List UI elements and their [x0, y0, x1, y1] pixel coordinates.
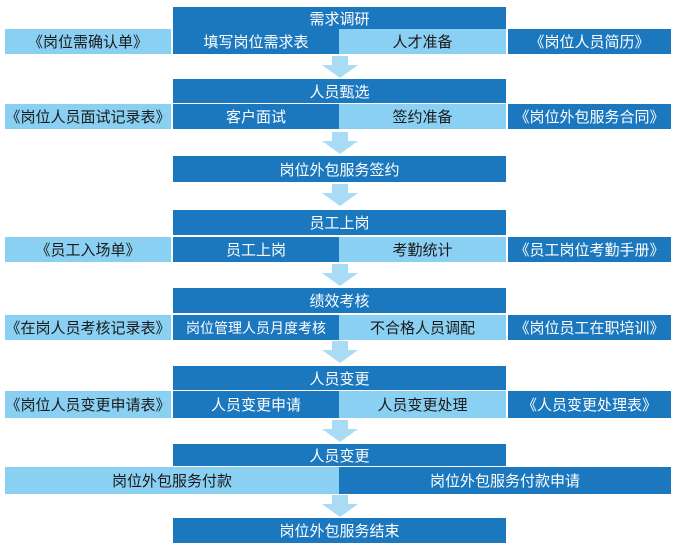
stage-7-step-a: 岗位外包服务付款: [5, 467, 339, 494]
stage-6-title: 人员变更: [173, 366, 506, 390]
stage-2-right-doc: 《岗位外包服务合同》: [508, 104, 671, 129]
stage-8-title: 岗位外包服务结束: [173, 518, 506, 543]
stage-2-title: 人员甄选: [173, 79, 506, 103]
stage-4-step-b: 考勤统计: [339, 237, 506, 262]
stage-5-step-b: 不合格人员调配: [339, 315, 506, 340]
stage-6-right-doc: 《人员变更处理表》: [508, 391, 671, 418]
stage-2-step-b: 签约准备: [339, 104, 506, 129]
stage-7-title: 人员变更: [173, 444, 506, 466]
flow-arrow-2: [322, 132, 358, 154]
flow-arrow-1: [322, 56, 358, 78]
stage-1-left-doc: 《岗位需确认单》: [5, 29, 171, 54]
stage-5-title: 绩效考核: [173, 288, 506, 313]
stage-4-right-doc: 《员工岗位考勤手册》: [508, 237, 671, 262]
stage-5-right-doc: 《岗位员工在职培训》: [508, 315, 671, 340]
stage-6-step-b: 人员变更处理: [339, 391, 506, 418]
stage-5-left-doc: 《在岗人员考核记录表》: [5, 315, 171, 340]
flow-arrow-3: [322, 184, 358, 206]
stage-1-right-doc: 《岗位人员简历》: [508, 29, 671, 54]
flow-arrow-5: [322, 341, 358, 363]
stage-1-step-a: 填写岗位需求表: [173, 29, 339, 54]
flow-arrow-7: [322, 495, 358, 517]
stage-2-step-a: 客户面试: [173, 104, 339, 129]
stage-5-step-a: 岗位管理人员月度考核: [173, 315, 339, 340]
stage-7-step-b: 岗位外包服务付款申请: [339, 467, 671, 494]
stage-4-left-doc: 《员工入场单》: [5, 237, 171, 262]
flow-arrow-4: [322, 264, 358, 286]
flow-arrow-6: [322, 420, 358, 442]
stage-2-left-doc: 《岗位人员面试记录表》: [5, 104, 171, 129]
stage-1-step-b: 人才准备: [339, 29, 506, 54]
stage-6-left-doc: 《岗位人员变更申请表》: [5, 391, 171, 418]
stage-3-title: 岗位外包服务签约: [173, 156, 506, 182]
stage-4-step-a: 员工上岗: [173, 237, 339, 262]
stage-6-step-a: 人员变更申请: [173, 391, 339, 418]
stage-4-title: 员工上岗: [173, 210, 506, 235]
stage-1-title: 需求调研: [173, 7, 506, 29]
